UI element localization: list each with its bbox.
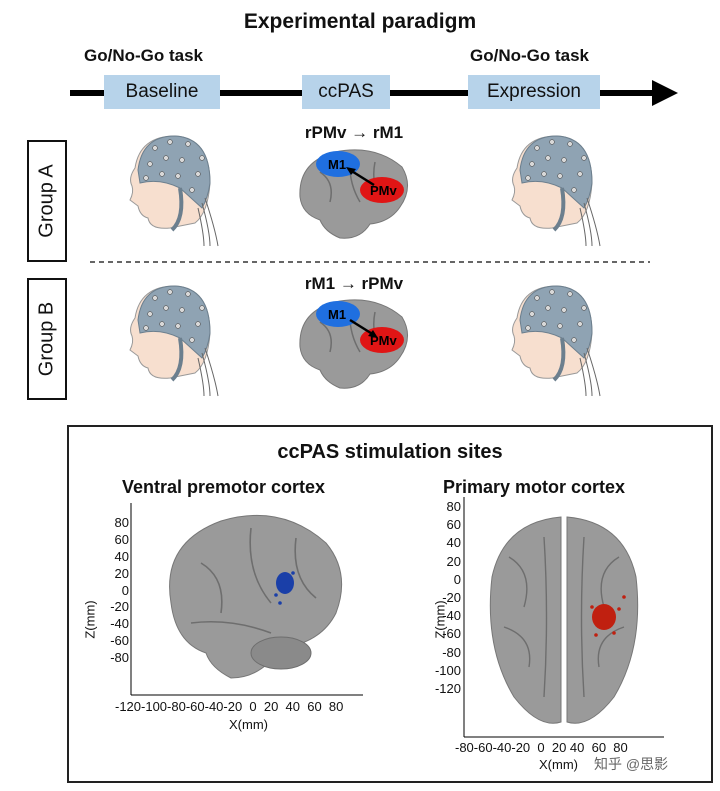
m1-label-a: M1 — [328, 157, 346, 172]
brain-group-a: M1 PMv — [299, 149, 408, 239]
left-yticks: 80 60 40 20 0 -20 -40 -60 -80 — [110, 515, 129, 666]
left-subtitle: Ventral premotor cortex — [122, 477, 326, 497]
watermark: 知乎 @思影 — [594, 756, 669, 772]
right-xticks: -80-60-40-20 0 20 40 60 80 — [455, 740, 628, 755]
figure-title: Experimental paradigm — [243, 10, 477, 33]
left-xticks: -120-100-80-60-40-20 0 20 40 60 80 — [115, 699, 344, 714]
group-b-label: Group B — [27, 278, 67, 400]
task-label-right: Go/No-Go task — [470, 46, 590, 65]
eeg-head-a-baseline — [129, 135, 219, 247]
stimulation-sites-panel: ccPAS stimulation sites Ventral premotor… — [67, 425, 713, 783]
group-b-condition: rM1 → rPMv — [304, 274, 404, 293]
group-a-condition: rPMv → rM1 — [304, 123, 404, 142]
right-yticks: 80 60 40 20 0 -20 -40 -60 -80 -100 -120 — [434, 499, 461, 696]
left-ylabel: Z(mm) — [82, 600, 98, 639]
phase-expression: Expression — [468, 75, 600, 109]
eeg-head-b-baseline — [129, 285, 219, 397]
left-xlabel: X(mm) — [229, 717, 268, 732]
phase-baseline: Baseline — [104, 75, 220, 109]
group-divider — [90, 261, 650, 263]
brain-group-b: M1 PMv — [299, 299, 408, 389]
panel-title: ccPAS stimulation sites — [277, 441, 503, 463]
task-label-left: Go/No-Go task — [84, 46, 204, 65]
right-brain-plot — [463, 497, 664, 738]
pmv-label-b: PMv — [370, 333, 398, 348]
eeg-head-b-expression — [511, 285, 601, 397]
right-subtitle: Primary motor cortex — [443, 477, 626, 497]
eeg-head-a-expression — [511, 135, 601, 247]
left-brain-plot — [130, 503, 363, 696]
m1-label-b: M1 — [328, 307, 346, 322]
pmv-label-a: PMv — [370, 183, 398, 198]
phase-ccpas: ccPAS — [302, 75, 390, 109]
right-xlabel: X(mm) — [539, 757, 578, 772]
group-a-label: Group A — [27, 140, 67, 262]
